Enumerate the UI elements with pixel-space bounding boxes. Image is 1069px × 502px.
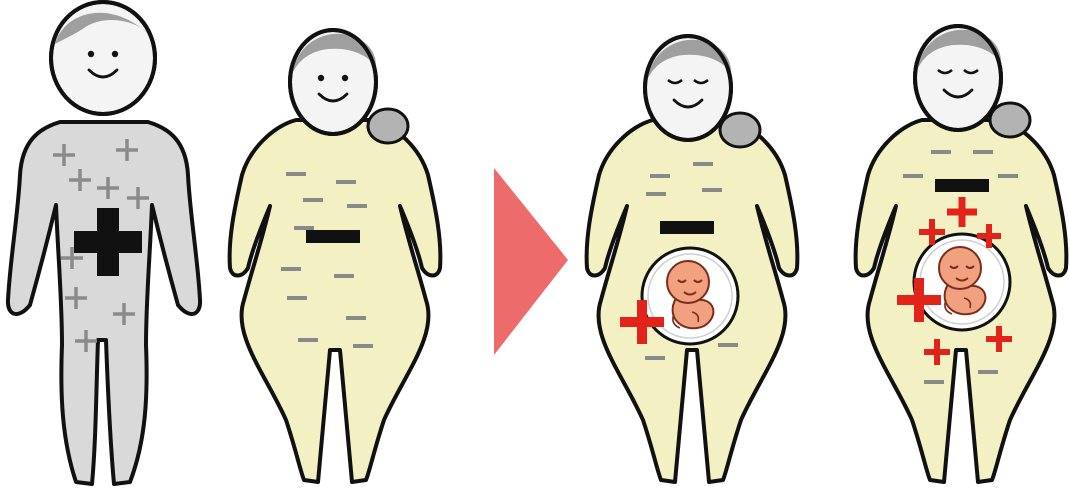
big-minus-sign [660, 221, 714, 234]
figure-female [230, 30, 441, 482]
eye-right [342, 75, 348, 81]
fetus-head [939, 247, 981, 289]
big-plus-sign [97, 208, 119, 276]
eye-right [112, 51, 118, 57]
body-silhouette [230, 120, 441, 482]
eye-left [88, 51, 94, 57]
hair-bun [720, 113, 760, 147]
figure-male [8, 2, 200, 484]
hair-bun [990, 103, 1030, 137]
big-minus-sign [306, 230, 360, 243]
hair-bun [368, 109, 408, 143]
figure-pregnant-female [856, 26, 1067, 482]
eye-left [318, 75, 324, 81]
big-minus-sign [935, 179, 989, 192]
fetus-head [667, 261, 709, 303]
transition-arrow [494, 168, 568, 355]
body-silhouette [8, 122, 200, 484]
figure-pregnant-female [587, 36, 798, 482]
